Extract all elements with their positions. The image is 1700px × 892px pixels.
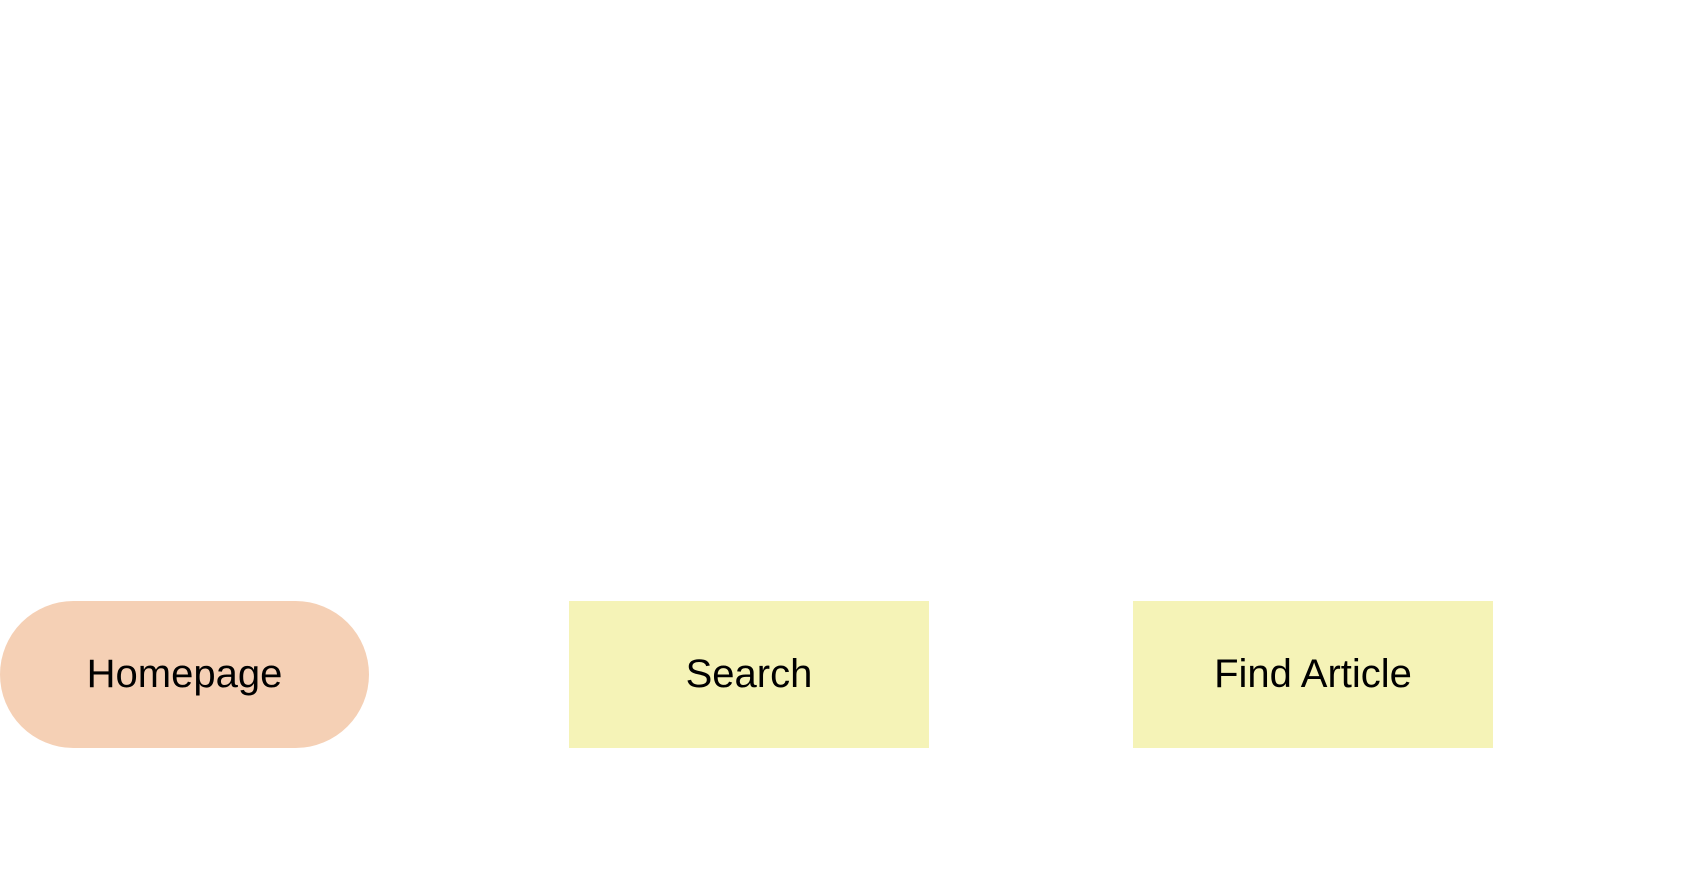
homepage-label: Homepage <box>86 652 283 696</box>
find-article-node[interactable]: Find Article <box>1133 601 1493 748</box>
search-label: Search <box>685 652 813 696</box>
find-article-label: Find Article <box>1214 652 1412 696</box>
homepage-node[interactable]: Homepage <box>0 601 369 748</box>
search-node[interactable]: Search <box>569 601 929 748</box>
